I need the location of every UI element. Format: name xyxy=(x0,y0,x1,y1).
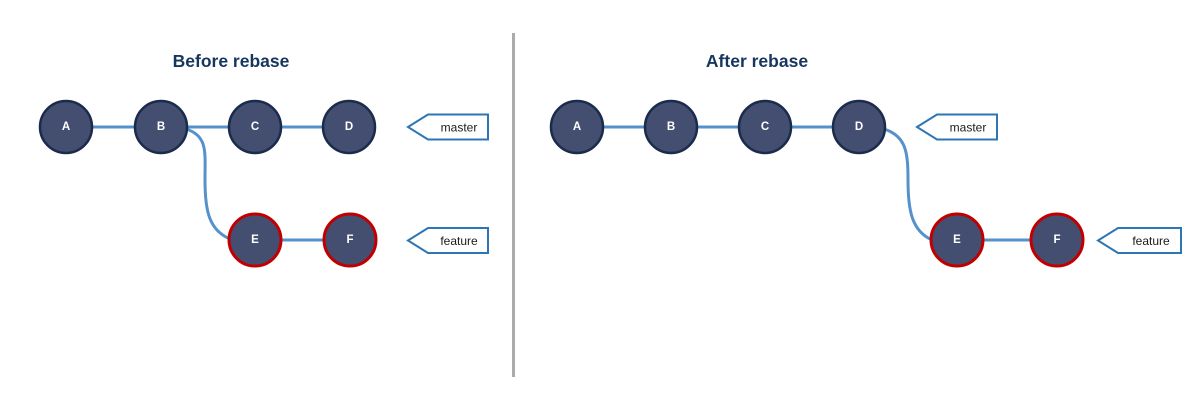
panel-title-after: After rebase xyxy=(706,51,808,71)
commit-label-b: B xyxy=(157,121,165,133)
commit-circle-f xyxy=(1029,212,1085,268)
commit-circle-f xyxy=(322,212,378,268)
commit-circle-b xyxy=(133,99,189,155)
commit-node-c-before: C xyxy=(227,99,283,155)
branch-flag-master-after: master xyxy=(915,113,998,141)
edge-branch-curve-before xyxy=(185,127,231,241)
branch-label-master: master xyxy=(441,121,478,135)
panel-before-rebase: Before rebase A B C D xyxy=(38,51,489,268)
commit-circle-a xyxy=(549,99,605,155)
commit-node-a-before: A xyxy=(38,99,94,155)
commit-node-f-before: F xyxy=(322,212,378,268)
commit-circle-e xyxy=(227,212,283,268)
branch-flag-feature-after: feature xyxy=(1096,227,1182,254)
commit-label-e: E xyxy=(251,234,259,246)
commit-label-c: C xyxy=(251,121,259,133)
commit-node-d-after: D xyxy=(831,99,887,155)
commit-label-f: F xyxy=(346,234,353,246)
commit-label-d: D xyxy=(345,121,353,133)
commit-node-c-after: C xyxy=(737,99,793,155)
flag-pennant-shape xyxy=(1096,227,1182,254)
commit-circle-d xyxy=(831,99,887,155)
commit-circle-c xyxy=(227,99,283,155)
commit-label-f: F xyxy=(1053,234,1060,246)
commit-node-e-before: E xyxy=(227,212,283,268)
commit-node-b-before: B xyxy=(133,99,189,155)
branch-label-feature: feature xyxy=(440,234,478,248)
commit-label-a: A xyxy=(62,121,70,133)
commit-node-e-after: E xyxy=(929,212,985,268)
commit-node-b-after: B xyxy=(643,99,699,155)
flag-pennant-shape xyxy=(406,113,489,141)
commit-node-d-before: D xyxy=(321,99,377,155)
commit-circle-c xyxy=(737,99,793,155)
commit-node-f-after: F xyxy=(1029,212,1085,268)
commit-label-b: B xyxy=(667,121,675,133)
flag-pennant-shape xyxy=(406,227,489,254)
commit-label-e: E xyxy=(953,234,961,246)
branch-flag-master-before: master xyxy=(406,113,489,141)
branch-label-feature: feature xyxy=(1132,234,1170,248)
commit-circle-a xyxy=(38,99,94,155)
commit-label-c: C xyxy=(761,121,769,133)
commit-node-a-after: A xyxy=(549,99,605,155)
commit-label-a: A xyxy=(573,121,581,133)
panel-after-rebase: After rebase A B C D xyxy=(549,51,1182,268)
commit-label-d: D xyxy=(855,121,863,133)
flag-pennant-shape xyxy=(915,113,998,141)
edge-branch-curve-after xyxy=(883,127,933,242)
panel-title-before: Before rebase xyxy=(173,51,290,71)
commit-circle-e xyxy=(929,212,985,268)
branch-label-master: master xyxy=(950,121,987,135)
branch-flag-feature-before: feature xyxy=(406,227,489,254)
commit-circle-b xyxy=(643,99,699,155)
commit-circle-d xyxy=(321,99,377,155)
